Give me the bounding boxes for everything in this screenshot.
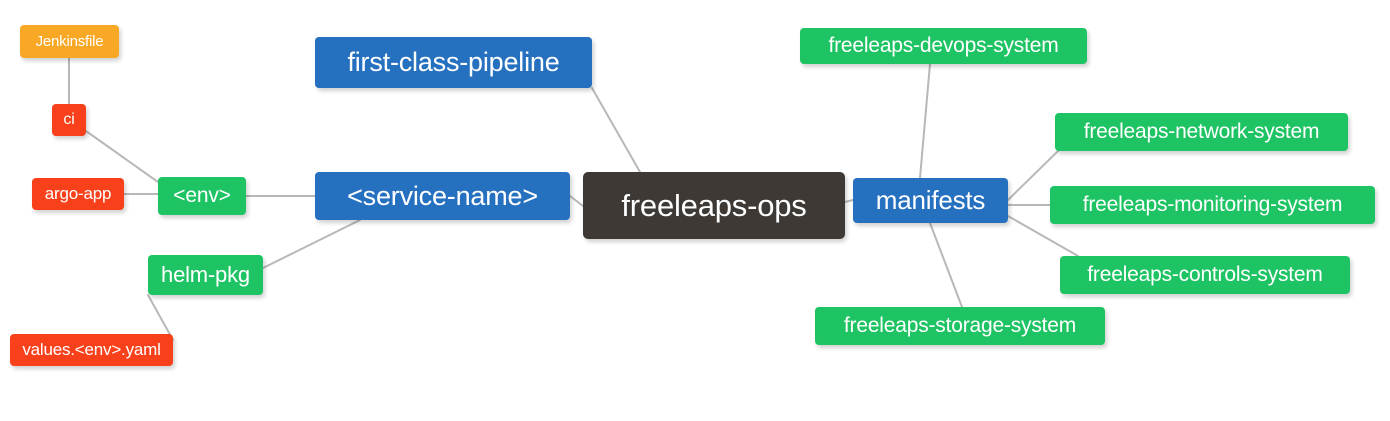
mindmap-node-freeleaps-monitoring-system[interactable]: freeleaps-monitoring-system (1050, 186, 1375, 224)
mindmap-node-helm-pkg[interactable]: helm-pkg (148, 255, 263, 295)
mindmap-edge (919, 63, 931, 179)
mindmap-node-ci[interactable]: ci (52, 104, 86, 136)
mindmap-node-env[interactable]: <env> (158, 177, 246, 215)
mindmap-edge (569, 195, 584, 207)
mindmap-node-first-class-pipeline[interactable]: first-class-pipeline (315, 37, 592, 88)
mindmap-node-freeleaps-network-system[interactable]: freeleaps-network-system (1055, 113, 1348, 151)
mindmap-edge (929, 222, 963, 308)
mindmap-edge (262, 219, 361, 269)
mindmap-node-freeleaps-devops-system[interactable]: freeleaps-devops-system (800, 28, 1087, 64)
mindmap-node-jenkinsfile[interactable]: Jenkinsfile (20, 25, 119, 58)
mindmap-node-freeleaps-controls-system[interactable]: freeleaps-controls-system (1060, 256, 1350, 294)
mindmap-node-manifests[interactable]: manifests (853, 178, 1008, 223)
mindmap-node-argo-app[interactable]: argo-app (32, 178, 124, 210)
mindmap-edge (591, 87, 641, 173)
mindmap-node-freeleaps-storage-system[interactable]: freeleaps-storage-system (815, 307, 1105, 345)
mindmap-edge (85, 130, 159, 183)
mindmap-node-service-name[interactable]: <service-name> (315, 172, 570, 220)
mindmap-edge (844, 199, 854, 203)
mindmap-node-freeleaps-ops[interactable]: freeleaps-ops (583, 172, 845, 239)
mindmap-node-values-env-yaml[interactable]: values.<env>.yaml (10, 334, 173, 366)
